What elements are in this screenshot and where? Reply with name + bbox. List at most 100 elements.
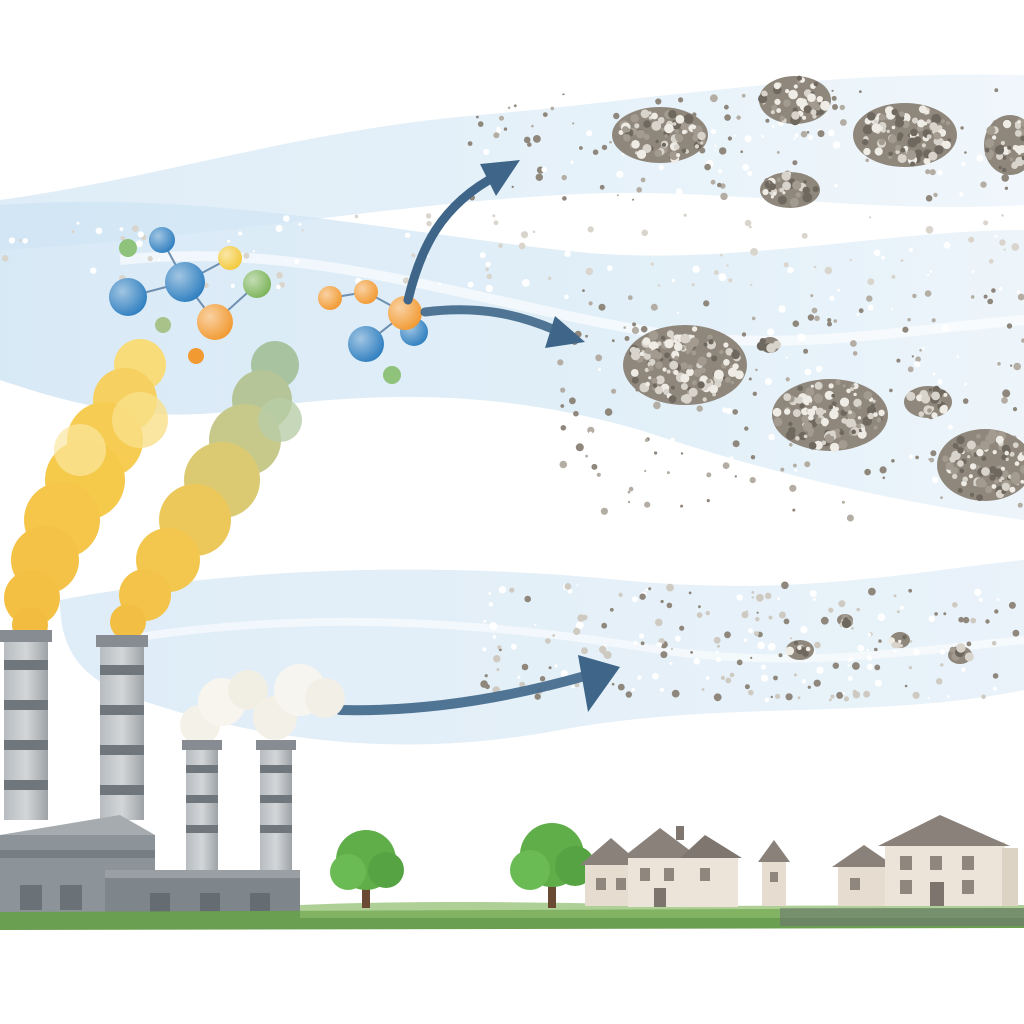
particle-dot — [480, 103, 487, 111]
particle-dot — [425, 213, 432, 219]
particle-dot — [660, 599, 664, 604]
particle-dot — [983, 294, 988, 299]
particle-dot — [787, 267, 794, 274]
particle-dot — [1003, 248, 1006, 251]
molecule-icon — [165, 262, 205, 302]
particle-dot — [1008, 601, 1016, 609]
particle-dot — [926, 273, 930, 277]
particle-dot — [276, 284, 281, 290]
particle-dot — [488, 592, 492, 595]
particle-dot — [587, 226, 594, 233]
particle-dot — [971, 270, 975, 274]
particle-dot — [930, 450, 937, 457]
particle-dot — [521, 663, 529, 671]
particle-dot — [743, 638, 748, 642]
particle-dot — [571, 685, 575, 689]
particle-dot — [841, 500, 845, 504]
particle-dot — [581, 647, 588, 655]
particle-dot — [760, 664, 767, 670]
particle-dot — [135, 240, 143, 248]
molecule-icon — [348, 326, 384, 362]
particle-dot — [275, 225, 283, 232]
molecule-icon — [119, 239, 137, 257]
particle-dot — [908, 454, 914, 459]
particle-dot — [940, 663, 944, 667]
particle-dot — [994, 235, 997, 238]
particle-dot — [741, 332, 747, 337]
particle-dot — [611, 339, 615, 343]
particle-dot — [748, 628, 753, 634]
particle-dot — [718, 273, 727, 282]
particle-dot — [550, 106, 555, 111]
particle-dot — [874, 647, 878, 652]
particle-dot — [814, 641, 821, 649]
particle-dot — [404, 232, 411, 239]
particle-cluster-icon — [948, 643, 974, 664]
particle-dot — [729, 672, 735, 678]
particle-dot — [621, 153, 625, 156]
particle-dot — [674, 635, 681, 642]
particle-dot — [827, 321, 832, 327]
particle-dot — [563, 91, 572, 100]
house-icon — [622, 826, 742, 907]
particle-dot — [22, 238, 28, 244]
particle-dot — [768, 433, 775, 441]
particle-dot — [813, 501, 821, 508]
particle-dot — [837, 288, 841, 292]
particle-dot — [936, 678, 943, 685]
particle-dot — [498, 243, 503, 249]
chimney-icon — [96, 635, 148, 820]
particle-dot — [523, 136, 531, 144]
particle-dot — [637, 675, 642, 680]
molecule-icon — [383, 366, 401, 384]
particle-dot — [727, 136, 733, 141]
molecule-icon — [109, 278, 147, 316]
particle-dot — [793, 673, 797, 677]
particle-dot — [724, 114, 731, 121]
particle-dot — [564, 250, 571, 257]
particle-dot — [644, 469, 647, 473]
particle-dot — [592, 149, 599, 155]
particle-dot — [832, 104, 838, 110]
particle-dot — [851, 627, 854, 630]
particle-dot — [964, 151, 967, 154]
particle-dot — [879, 466, 887, 474]
particle-dot — [847, 664, 850, 667]
particle-dot — [790, 637, 793, 640]
particle-dot — [832, 662, 839, 669]
particle-dot — [585, 267, 593, 276]
particle-dot — [998, 287, 1003, 291]
particle-dot — [659, 687, 665, 692]
particle-dot — [908, 666, 913, 670]
particle-dot — [893, 649, 897, 653]
particle-dot — [616, 170, 624, 178]
particle-cluster-icon — [785, 640, 814, 660]
particle-dot — [632, 322, 637, 327]
particle-dot — [131, 225, 139, 233]
particle-dot — [517, 675, 521, 679]
particle-dot — [750, 283, 753, 286]
particle-dot — [929, 457, 935, 463]
arrow-icon — [403, 160, 520, 305]
particle-dot — [670, 437, 675, 442]
particle-dot — [632, 198, 635, 201]
particle-dot — [724, 104, 729, 110]
particle-dot — [560, 404, 565, 408]
particle-dot — [829, 698, 832, 702]
particle-dot — [765, 118, 770, 123]
particle-dot — [486, 273, 492, 280]
particle-dot — [810, 294, 814, 298]
chimney-icon — [182, 740, 222, 875]
particle-dot — [792, 508, 796, 512]
particle-dot — [611, 388, 617, 394]
particle-dot — [907, 318, 911, 322]
particle-dot — [827, 318, 832, 323]
particle-dot — [669, 661, 673, 665]
particle-dot — [806, 131, 810, 134]
particle-dot — [803, 348, 809, 354]
particle-cluster-icon — [612, 107, 708, 163]
particle-dot — [698, 605, 701, 609]
particle-dot — [483, 148, 490, 156]
particle-dot — [652, 673, 659, 680]
